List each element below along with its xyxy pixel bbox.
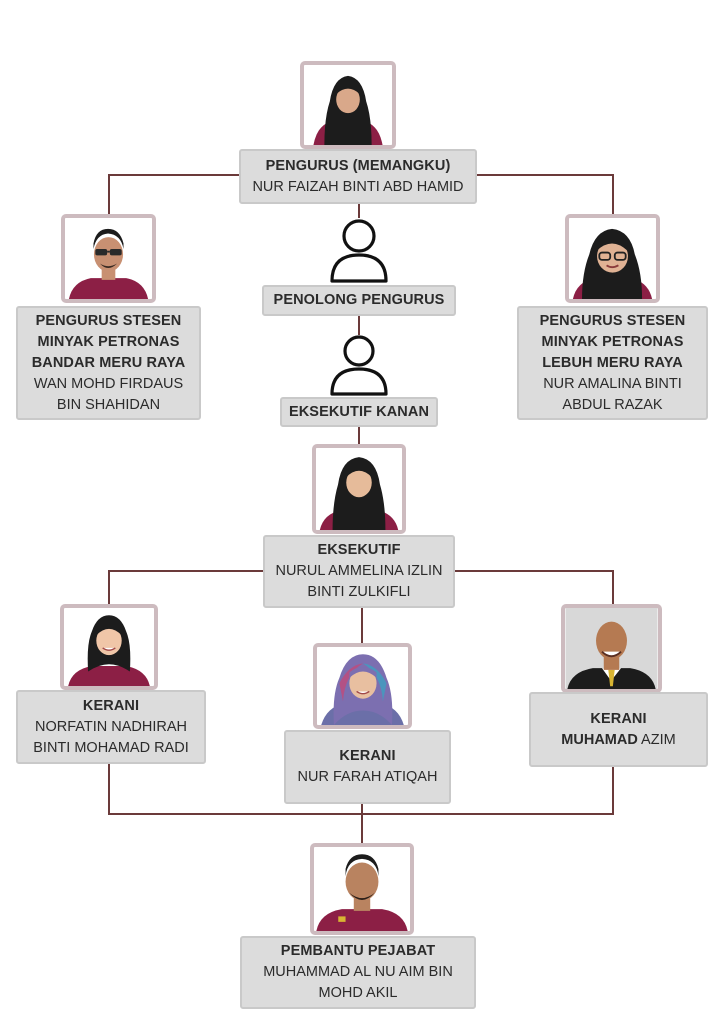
photo-kerani-mid [313, 643, 412, 729]
person-outline-icon [330, 335, 388, 396]
node-pembantu-pejabat: PEMBANTU PEJABAT MUHAMMAD AL NU AIM BIN … [240, 936, 476, 1009]
node-pengurus: PENGURUS (MEMANGKU) NUR FAIZAH BINTI ABD… [239, 149, 477, 204]
node-eksekutif-kanan: EKSEKUTIF KANAN [280, 397, 438, 427]
photo-pembantu [310, 843, 414, 935]
node-kerani-left: KERANI NORFATIN NADHIRAH BINTI MOHAMAD R… [16, 690, 206, 764]
node-name-line: NORFATIN NADHIRAH [35, 718, 187, 735]
node-title: EKSEKUTIF [317, 542, 401, 558]
node-title: PEMBANTU PEJABAT [280, 943, 436, 959]
node-stesen-left: PENGURUS STESEN MINYAK PETRONAS BANDAR M… [16, 306, 201, 420]
node-name-line: NURUL AMMELINA IZLIN [275, 563, 443, 579]
node-title: KERANI [590, 710, 647, 727]
node-title-line: BANDAR MERU RAYA [31, 354, 186, 371]
node-title-line: PENGURUS STESEN [539, 312, 686, 329]
node-name: NUR FAIZAH BINTI ABD HAMID [252, 178, 464, 195]
node-title: KERANI [82, 697, 140, 714]
node-title-line: MINYAK PETRONAS [541, 333, 684, 350]
node-penolong-pengurus: PENOLONG PENGURUS [262, 285, 456, 316]
connector-eksekutif-kerani-left [108, 570, 265, 608]
person-outline-icon [330, 219, 388, 283]
photo-stesen-left [61, 214, 156, 303]
node-name-bold: MUHAMAD [561, 731, 638, 748]
node-name: NUR FARAH ATIQAH [297, 769, 438, 785]
node-kerani-right: KERANI MUHAMAD AZIM [529, 692, 708, 767]
node-name: MUHAMAD AZIM [561, 730, 675, 751]
node-title-line: PENGURUS STESEN [35, 312, 182, 329]
node-title-line: LEBUH MERU RAYA [542, 354, 683, 371]
photo-eksekutif [312, 444, 406, 534]
connector-eksekutif-kerani-right [454, 570, 614, 608]
photo-stesen-right [565, 214, 660, 303]
node-name-rest: AZIM [637, 731, 676, 748]
node-name-line: WAN MOHD FIRDAUS [33, 375, 184, 392]
node-kerani-mid: KERANI NUR FARAH ATIQAH [284, 730, 451, 804]
node-title: EKSEKUTIF KANAN [288, 403, 430, 420]
node-name-line: BIN SHAHIDAN [56, 396, 161, 413]
photo-pengurus [300, 61, 396, 149]
photo-kerani-right [561, 604, 662, 693]
node-name-line: NUR AMALINA BINTI [543, 375, 682, 392]
photo-kerani-left [60, 604, 158, 690]
node-title: PENGURUS (MEMANGKU) [265, 157, 451, 174]
node-title-line: MINYAK PETRONAS [37, 333, 180, 350]
node-title: PENOLONG PENGURUS [273, 292, 445, 308]
node-title: KERANI [339, 748, 396, 764]
node-stesen-right: PENGURUS STESEN MINYAK PETRONAS LEBUH ME… [517, 306, 708, 420]
connector-pengurus-right [476, 174, 614, 218]
node-name-line: BINTI MOHAMAD RADI [33, 739, 189, 756]
node-name-line: ABDUL RAZAK [562, 396, 663, 413]
node-name-line: BINTI ZULKIFLI [307, 584, 411, 600]
node-eksekutif: EKSEKUTIF NURUL AMMELINA IZLIN BINTI ZUL… [263, 535, 455, 608]
node-name-line: MOHD AKIL [318, 985, 398, 1001]
node-name-line: MUHAMMAD AL NU AIM BIN [263, 964, 453, 980]
connector-pengurus-left [108, 174, 241, 218]
